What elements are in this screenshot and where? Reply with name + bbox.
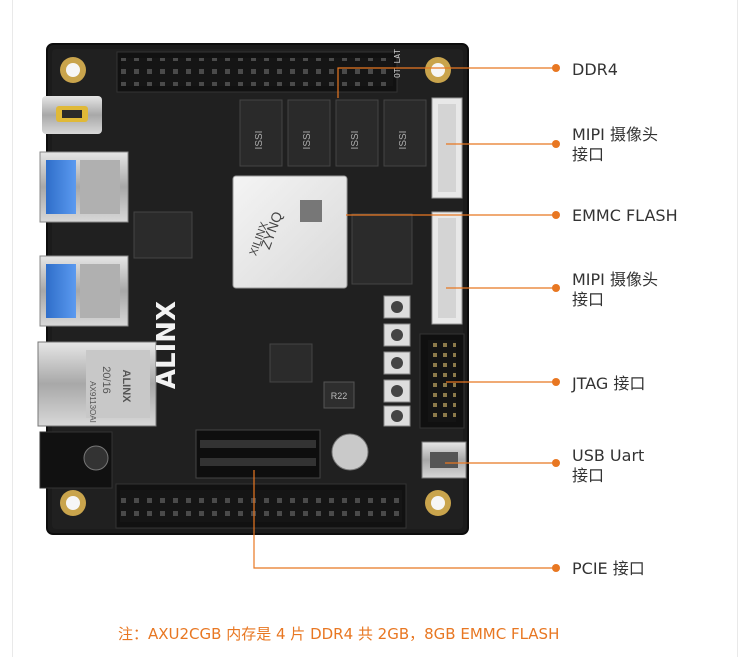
left-frame-border [0,0,13,657]
label-mipi-2-line1: MIPI 摄像头 [572,270,658,289]
mounting-holes [60,57,451,516]
ddr4-memory-chips: ISSI ISSI ISSI ISSI [239,99,427,167]
label-mipi-1-line1: MIPI 摄像头 [572,125,658,144]
rtc-battery [331,433,369,471]
push-buttons [383,295,411,427]
label-mipi-2: MIPI 摄像头 接口 [572,270,658,310]
label-mipi-1-line2: 接口 [572,145,605,164]
svg-text:ISSI: ISSI [302,131,313,150]
label-emmc: EMMC FLASH [572,206,678,225]
svg-text:ISSI: ISSI [254,131,265,150]
callout-lines [253,67,556,569]
label-mipi-1: MIPI 摄像头 接口 [572,125,658,165]
usb3-ports [39,151,129,327]
svg-text:ISSI: ISSI [398,131,409,150]
callout-dots [552,64,560,572]
label-usb-uart-line1: USB Uart [572,446,645,465]
svg-text:R22: R22 [331,391,348,401]
label-pcie: PCIE 接口 [572,559,645,578]
svg-text:ISSI: ISSI [350,131,361,150]
svg-text:OT LAT: OT LAT [393,49,402,78]
footnote: 注：AXU2CGB 内存是 4 片 DDR4 共 2GB，8GB EMMC FL… [118,625,560,643]
label-mipi-2-line2: 接口 [572,290,605,309]
label-usb-uart: USB Uart 接口 [572,446,644,486]
usb-uart-port [421,441,467,479]
zynq-fpga-chip [232,175,348,289]
emmc-flash-chip [351,213,413,285]
svg-text:AX9113OAI: AX9113OAI [88,381,97,423]
label-jtag: JTAG 接口 [572,374,646,393]
dc-power-jack [39,431,113,489]
label-usb-uart-line2: 接口 [572,466,605,485]
board-brand-silkscreen: ALINX [152,301,182,389]
pcie-slot [195,429,321,479]
right-frame-border [737,0,750,657]
label-ddr4: DDR4 [572,60,618,79]
port-model-text: 20/16 [100,366,112,394]
port-brand-text: ALINX [120,370,132,404]
